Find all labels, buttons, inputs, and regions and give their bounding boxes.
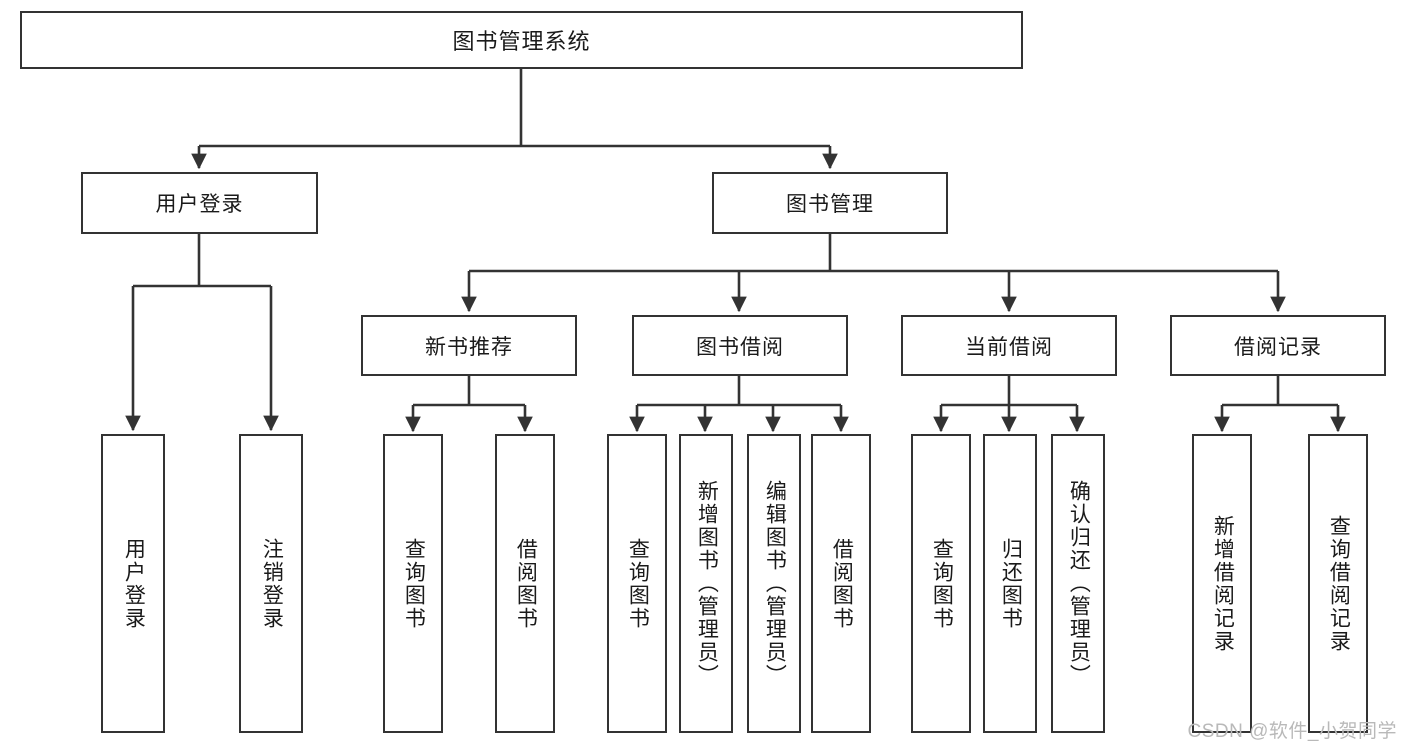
watermark: CSDN @软件_小贺同学 xyxy=(1187,721,1397,742)
node-book-borrow-label: 图书借阅 xyxy=(696,335,784,359)
node-leaf-add-book-admin-label: 新增图书（管理员） xyxy=(695,480,719,687)
node-new-book-recommend-label: 新书推荐 xyxy=(425,335,513,359)
node-current-borrow-label: 当前借阅 xyxy=(965,335,1053,359)
node-leaf-borrow-book-label: 借阅图书 xyxy=(830,537,854,630)
node-leaf-query-book-rec[interactable]: 查询图书 xyxy=(383,434,443,733)
node-book-manage-label: 图书管理 xyxy=(786,193,874,216)
node-borrow-record[interactable]: 借阅记录 xyxy=(1170,315,1386,376)
node-current-borrow[interactable]: 当前借阅 xyxy=(901,315,1117,376)
node-leaf-return-book-label: 归还图书 xyxy=(999,537,1023,630)
node-leaf-borrow-book-rec[interactable]: 借阅图书 xyxy=(495,434,555,733)
node-borrow-record-label: 借阅记录 xyxy=(1234,335,1322,359)
node-leaf-query-book-cur[interactable]: 查询图书 xyxy=(911,434,971,733)
node-leaf-query-book-borrow-label: 查询图书 xyxy=(626,537,650,630)
node-leaf-query-book-rec-label: 查询图书 xyxy=(402,537,426,630)
node-leaf-add-book-admin[interactable]: 新增图书（管理员） xyxy=(679,434,733,733)
node-leaf-logout-login[interactable]: 注销登录 xyxy=(239,434,303,733)
node-user-login[interactable]: 用户登录 xyxy=(81,172,318,234)
node-leaf-confirm-return-admin-label: 确认归还（管理员） xyxy=(1067,480,1091,687)
node-leaf-user-login[interactable]: 用户登录 xyxy=(101,434,165,733)
node-leaf-edit-book-admin[interactable]: 编辑图书（管理员） xyxy=(747,434,801,733)
node-new-book-recommend[interactable]: 新书推荐 xyxy=(361,315,577,376)
node-leaf-edit-book-admin-label: 编辑图书（管理员） xyxy=(763,480,787,687)
node-leaf-query-borrow-record[interactable]: 查询借阅记录 xyxy=(1308,434,1368,733)
node-leaf-confirm-return-admin[interactable]: 确认归还（管理员） xyxy=(1051,434,1105,733)
node-leaf-logout-login-label: 注销登录 xyxy=(260,537,284,630)
node-leaf-user-login-label: 用户登录 xyxy=(122,537,146,630)
node-leaf-add-borrow-record-label: 新增借阅记录 xyxy=(1211,514,1235,653)
node-leaf-return-book[interactable]: 归还图书 xyxy=(983,434,1037,733)
node-leaf-query-book-borrow[interactable]: 查询图书 xyxy=(607,434,667,733)
node-book-borrow[interactable]: 图书借阅 xyxy=(632,315,848,376)
node-leaf-borrow-book-rec-label: 借阅图书 xyxy=(514,537,538,630)
node-leaf-query-book-cur-label: 查询图书 xyxy=(930,537,954,630)
node-leaf-query-borrow-record-label: 查询借阅记录 xyxy=(1327,514,1351,653)
node-root[interactable]: 图书管理系统 xyxy=(20,11,1023,69)
node-book-manage[interactable]: 图书管理 xyxy=(712,172,948,234)
node-user-login-label: 用户登录 xyxy=(155,193,244,216)
node-leaf-add-borrow-record[interactable]: 新增借阅记录 xyxy=(1192,434,1252,733)
node-root-label: 图书管理系统 xyxy=(452,29,591,54)
node-leaf-borrow-book[interactable]: 借阅图书 xyxy=(811,434,871,733)
